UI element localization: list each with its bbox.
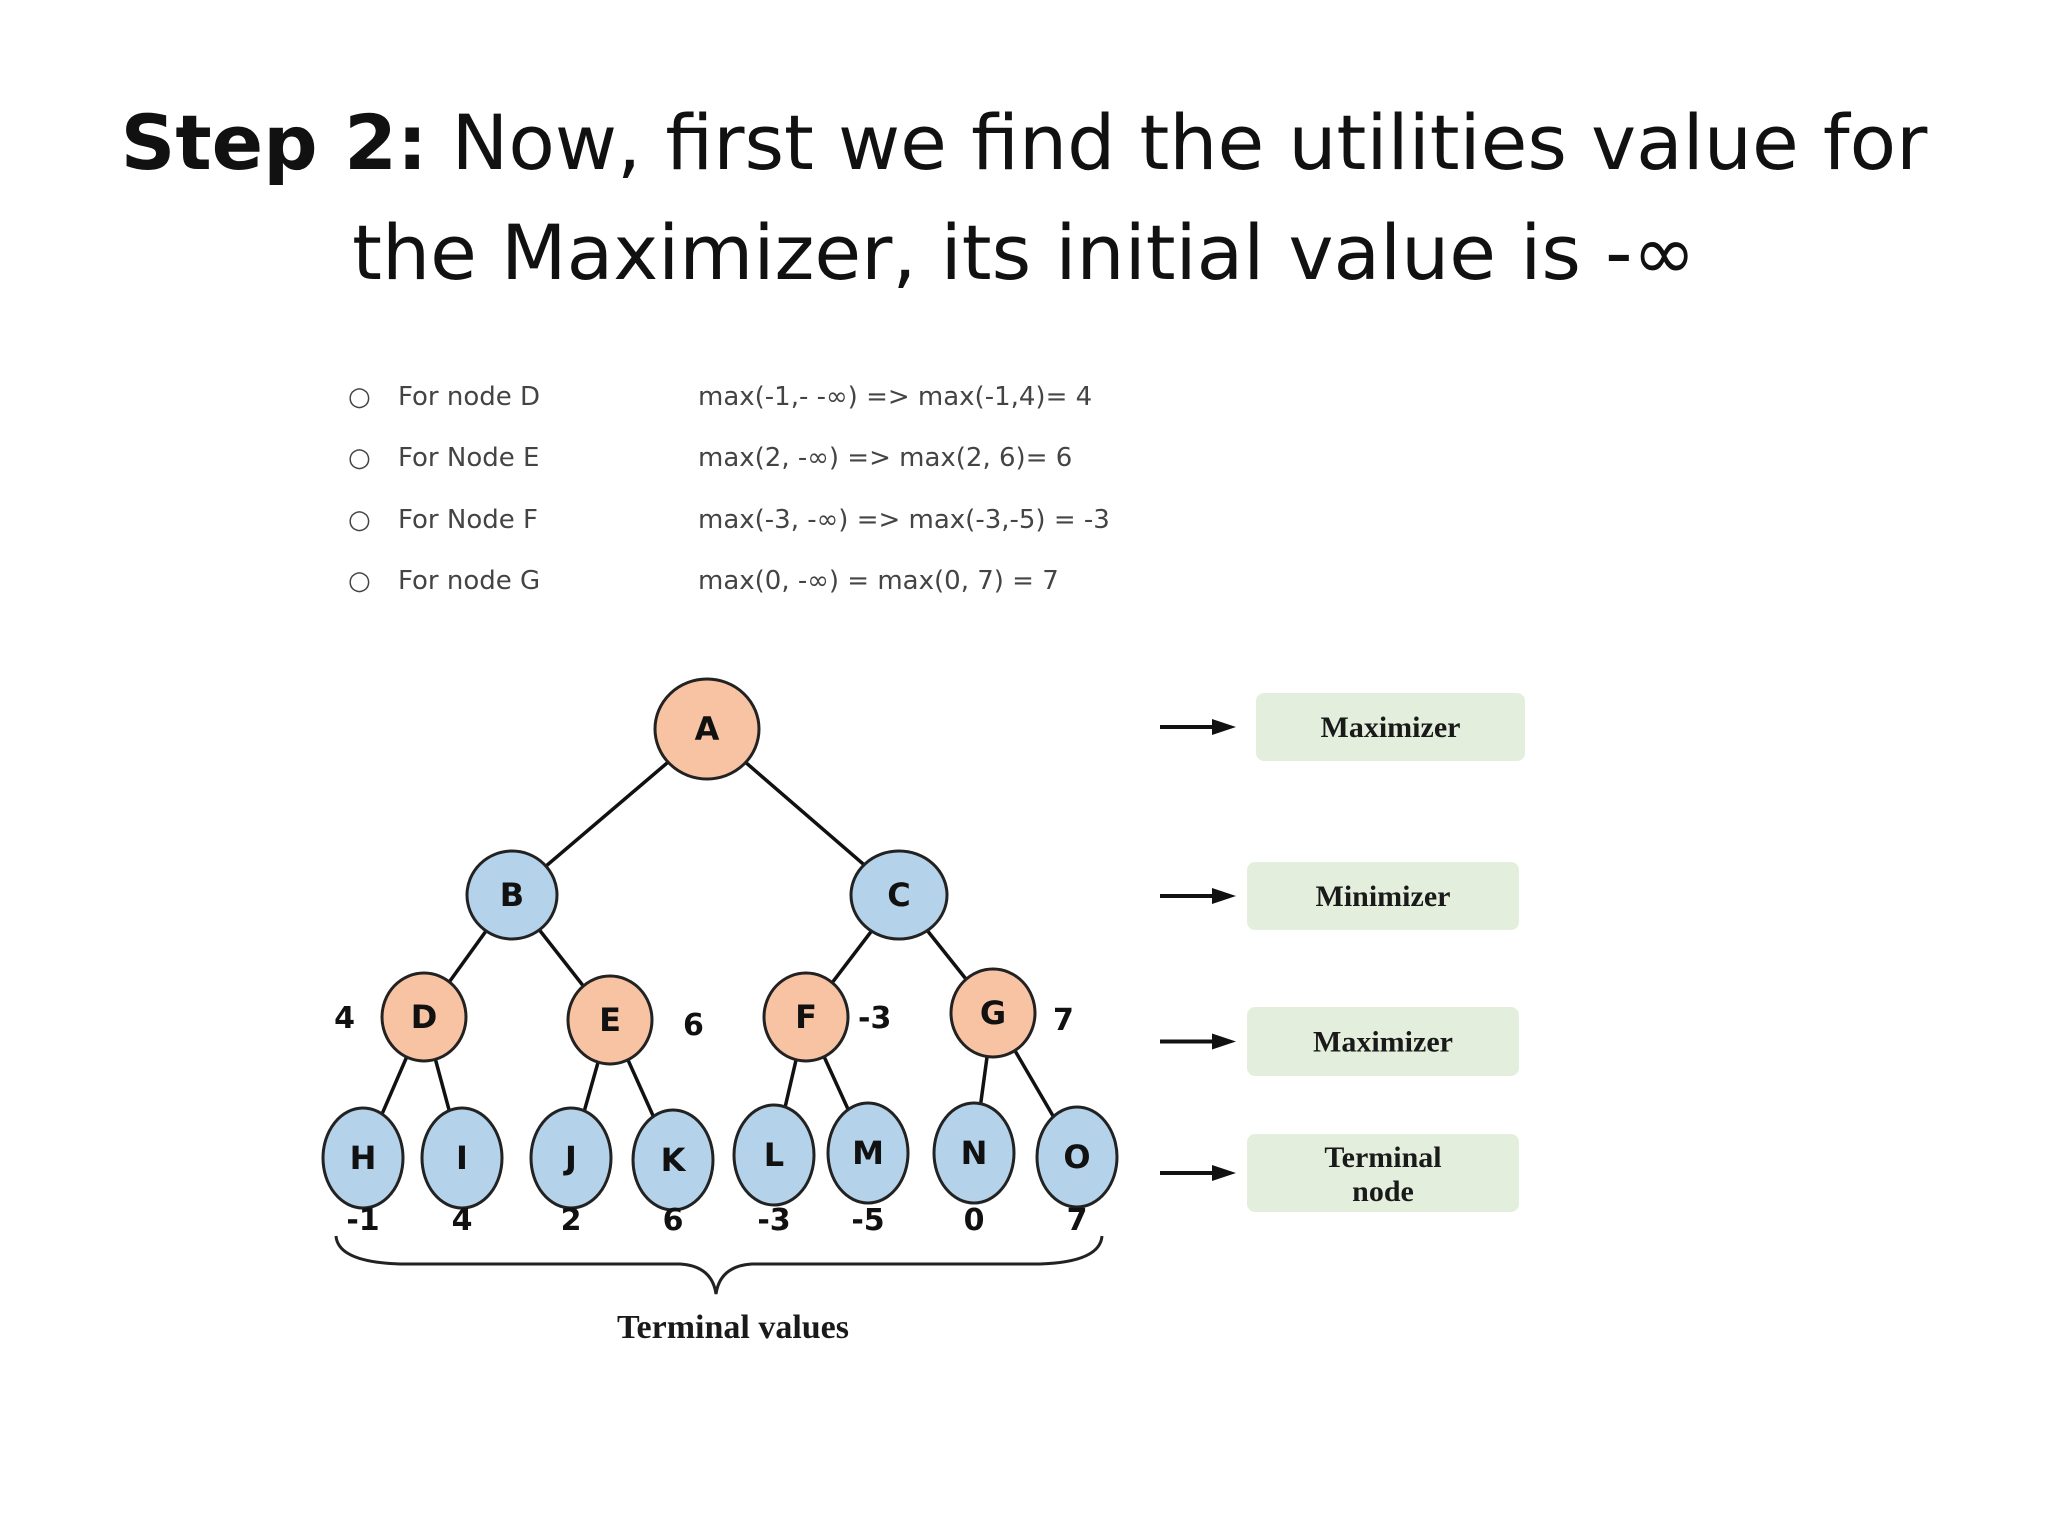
bullet-label: For node D <box>398 382 541 412</box>
legend-label: Maximizer <box>1313 1026 1453 1059</box>
node-I <box>420 1106 504 1210</box>
legend-box <box>1256 693 1525 761</box>
node-label-C: C <box>887 876 910 914</box>
node-A <box>653 677 761 781</box>
title-line-1: Step 2: Now, first we find the utilities… <box>0 88 2048 198</box>
node-value-H: -1 <box>346 1203 379 1238</box>
node-label-K: K <box>661 1141 687 1179</box>
node-J <box>529 1106 613 1210</box>
node-B <box>465 849 559 941</box>
bullet-marker-icon: ○ <box>348 505 371 535</box>
node-label-O: O <box>1063 1138 1090 1176</box>
legend-box <box>1247 1007 1519 1076</box>
node-value-I: 4 <box>452 1203 473 1238</box>
title-text: Now, first we find the utilities value f… <box>427 98 1928 187</box>
node-O <box>1035 1105 1119 1209</box>
node-value-N: 0 <box>964 1203 985 1238</box>
node-D <box>380 971 468 1063</box>
node-N <box>932 1101 1016 1205</box>
node-value-D: 4 <box>334 1001 355 1036</box>
node-label-D: D <box>411 998 438 1036</box>
curly-brace <box>334 1235 1104 1295</box>
bullet-marker-icon: ○ <box>348 443 371 473</box>
legend-box <box>1247 1134 1519 1212</box>
node-value-F: -3 <box>858 1001 891 1036</box>
bullet-marker-icon: ○ <box>348 382 371 412</box>
legend-box <box>1247 862 1519 930</box>
legend-arrowhead-icon <box>1212 1033 1236 1050</box>
node-K <box>631 1108 715 1212</box>
node-label-A: A <box>695 710 720 748</box>
bullet-label: For Node E <box>398 443 540 473</box>
node-H <box>321 1106 405 1210</box>
title-step-label: Step 2: <box>120 98 428 187</box>
bullet-formula: max(-1,- -∞) => max(-1,4)= 4 <box>698 382 1093 412</box>
node-F <box>762 971 850 1063</box>
node-label-M: M <box>852 1134 884 1172</box>
bullet-formula: max(2, -∞) => max(2, 6)= 6 <box>698 443 1073 473</box>
bullet-marker-icon: ○ <box>348 566 371 596</box>
bullet-label: For node G <box>398 566 541 596</box>
title-line-2: the Maximizer, its initial value is -∞ <box>352 208 1696 297</box>
node-E <box>566 974 654 1066</box>
node-value-E: 6 <box>683 1008 704 1043</box>
node-label-G: G <box>980 994 1006 1032</box>
node-value-O: 7 <box>1067 1203 1088 1238</box>
legend-label: Minimizer <box>1316 880 1451 913</box>
node-label-B: B <box>500 876 524 914</box>
node-label-H: H <box>350 1139 377 1177</box>
node-label-I: I <box>456 1139 468 1177</box>
legend-label: Terminal <box>1324 1141 1441 1174</box>
brace-label: Terminal values <box>617 1309 849 1346</box>
node-G <box>949 967 1037 1059</box>
node-value-L: -3 <box>757 1203 790 1238</box>
legend-label: Maximizer <box>1321 711 1461 744</box>
node-M <box>826 1101 910 1205</box>
node-C <box>849 849 949 941</box>
node-value-K: 6 <box>663 1203 684 1238</box>
node-value-J: 2 <box>561 1203 582 1238</box>
slide-title: Step 2: Now, first we find the utilities… <box>0 88 2048 308</box>
legend-arrowhead-icon <box>1212 1165 1236 1181</box>
bullet-formula: max(0, -∞) = max(0, 7) = 7 <box>698 566 1059 596</box>
node-label-E: E <box>599 1001 621 1039</box>
node-L <box>732 1103 816 1207</box>
bullet-label: For Node F <box>398 505 538 535</box>
node-label-F: F <box>795 998 817 1036</box>
node-value-G: 7 <box>1053 1003 1074 1038</box>
legend-label: node <box>1352 1175 1414 1208</box>
node-label-N: N <box>961 1134 988 1172</box>
legend-arrowhead-icon <box>1212 719 1236 735</box>
node-label-J: J <box>563 1139 577 1177</box>
bullet-formula: max(-3, -∞) => max(-3,-5) = -3 <box>698 505 1110 535</box>
node-value-M: -5 <box>851 1203 884 1238</box>
node-label-L: L <box>764 1136 784 1174</box>
legend-arrowhead-icon <box>1212 888 1236 904</box>
